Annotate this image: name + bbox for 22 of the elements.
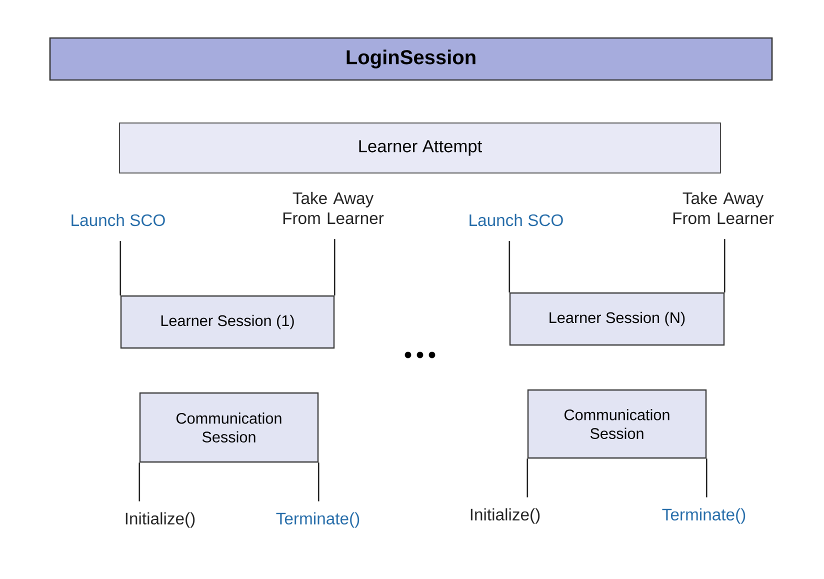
event-label: Initialize()	[470, 508, 540, 524]
session-box: Communication Session	[139, 392, 319, 463]
connector-line	[318, 462, 320, 502]
event-label: Terminate()	[276, 512, 360, 528]
event-label: Launch SCO	[470, 214, 563, 226]
connector-line	[526, 458, 528, 498]
event-label: Terminate()	[662, 508, 746, 524]
event-label: Take Away From Learner	[673, 192, 774, 224]
connector-line	[508, 241, 510, 292]
connector-line	[706, 458, 708, 498]
attempt-box: Learner Attempt	[118, 122, 722, 174]
connector-line	[120, 241, 122, 296]
connector-line	[138, 462, 140, 502]
session-box: Learner Session (N)	[509, 292, 725, 346]
event-label: Launch SCO	[72, 214, 165, 226]
session-bar: LoginSession	[49, 37, 773, 81]
event-label: Take Away From Learner	[283, 192, 384, 224]
session-box: Learner Session (1)	[120, 295, 335, 349]
connector-line	[334, 239, 336, 296]
connector-line	[724, 239, 726, 292]
session-box: Communication Session	[527, 389, 707, 459]
event-label: Initialize()	[126, 512, 195, 528]
